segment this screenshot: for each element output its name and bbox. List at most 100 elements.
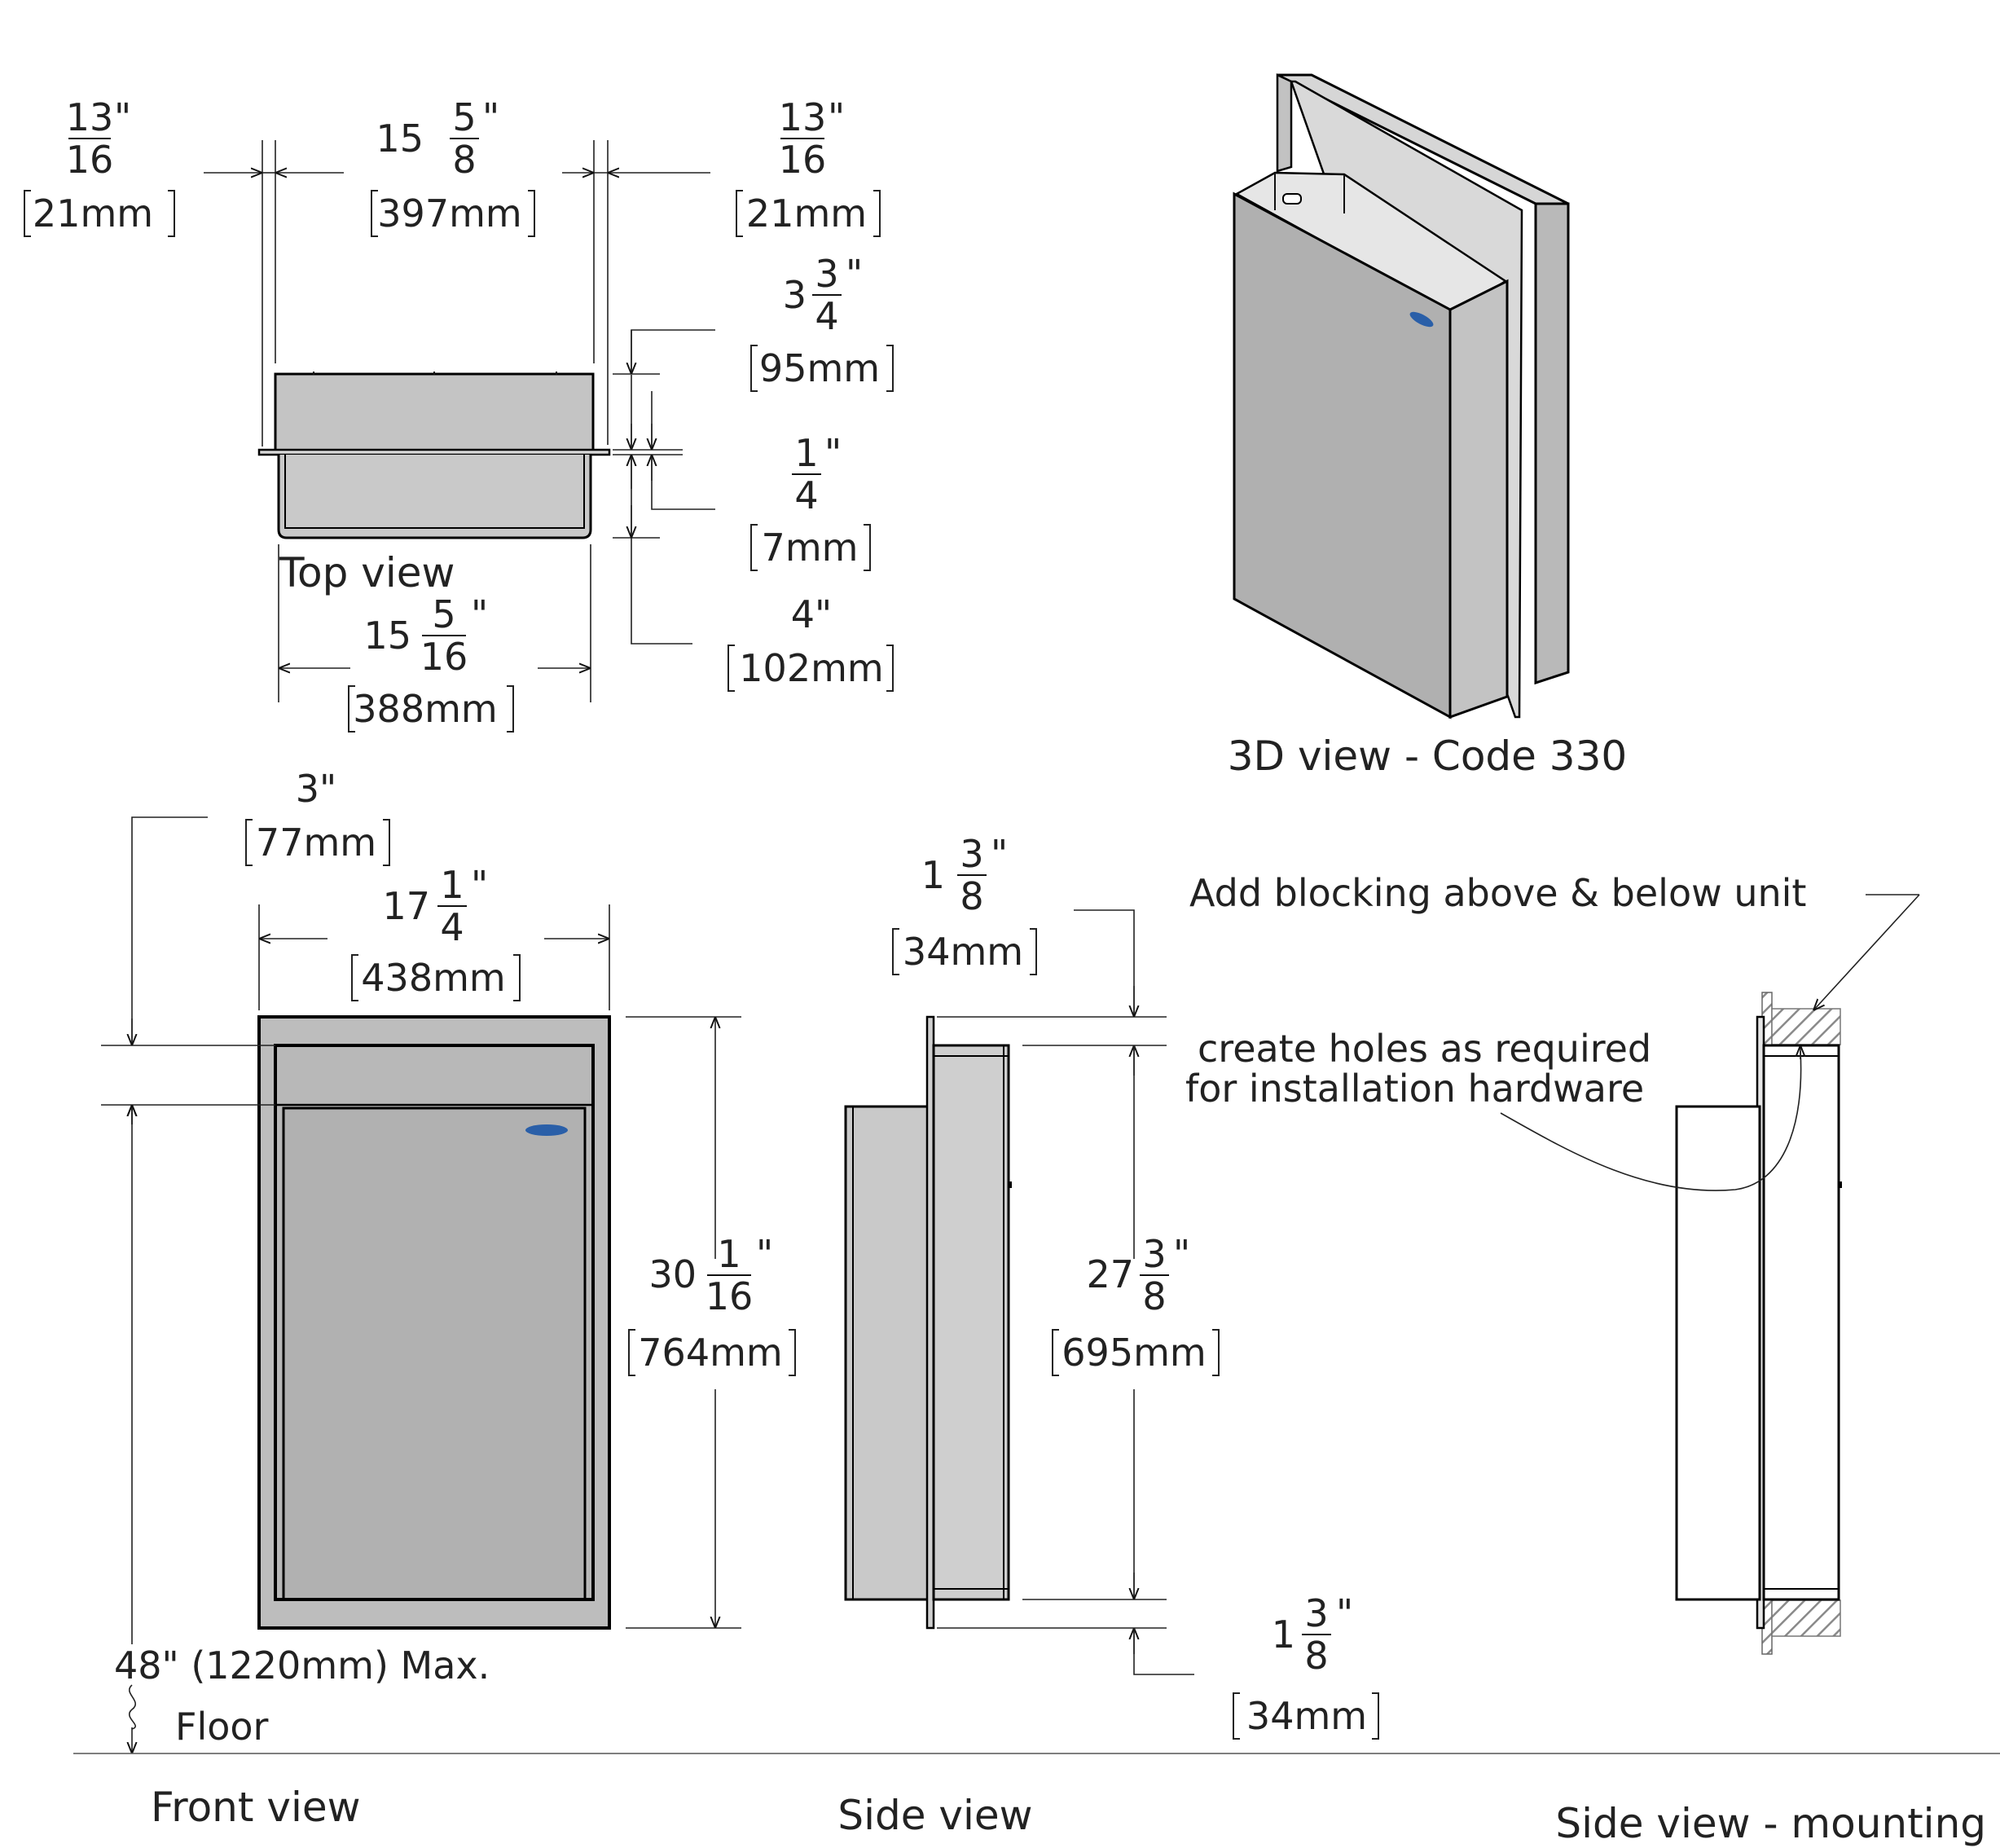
dim-mm: 95mm [759, 346, 880, 390]
caption-side-view: Side view [837, 1792, 1032, 1839]
dim-front-offset: 3" 77mm [245, 767, 390, 866]
dim-whole: 1 [1272, 1613, 1295, 1657]
inch-mark: " [824, 431, 842, 475]
dim-whole: 15 [376, 117, 424, 161]
dim-num: 1 [794, 431, 818, 475]
caption-front-view: Front view [151, 1784, 361, 1831]
frost-logo-icon [1409, 311, 1434, 328]
dim-top-width: 15 5 8 " 397mm [371, 95, 535, 237]
note-holes-line1: create holes as required [1198, 1027, 1651, 1071]
break-wave-icon [129, 1684, 137, 1730]
blocking-top [1771, 1008, 1841, 1045]
dim-side-height: 27 3 8 " 695mm [1052, 1232, 1220, 1376]
top-view-box-inner [284, 455, 585, 529]
dim-front-mount-height: 48" (1220mm) Max. [114, 1643, 490, 1687]
dim-mm: 397mm [377, 191, 521, 235]
dim-num: 1 [717, 1232, 741, 1276]
dim-den: 16 [705, 1274, 754, 1318]
inch-mark: " [828, 95, 845, 139]
note-holes-line2: for installation hardware [1185, 1067, 1644, 1111]
side-door [844, 1105, 930, 1601]
dim-mm: 21mm [33, 191, 153, 235]
dim-whole: 30 [648, 1252, 697, 1296]
inch-mark: " [471, 592, 488, 636]
inch-mark: " [1336, 1591, 1353, 1635]
inch-mark: " [482, 95, 499, 139]
dim-mm: 102mm [739, 646, 883, 690]
dim-mm: 34mm [1246, 1694, 1367, 1738]
dim-top-left-flange: 13 16 " 21mm [24, 95, 175, 237]
dim-front-width: 17 1 4 " 438mm [351, 863, 521, 1001]
dim-den: 4 [440, 905, 464, 949]
dim-den: 16 [420, 635, 468, 679]
dim-num: 13 [66, 95, 114, 139]
caption-top-view: Top view [279, 549, 455, 596]
front-door [282, 1107, 587, 1601]
inch-mark: " [471, 863, 488, 907]
dim-den: 8 [1304, 1634, 1328, 1678]
mount-box [1762, 1044, 1840, 1601]
dim-num: 5 [432, 592, 455, 636]
dim-den: 8 [1142, 1274, 1166, 1318]
dim-den: 16 [66, 138, 114, 182]
dim-inch: 3" [296, 767, 336, 811]
dim-mm: 34mm [903, 930, 1023, 974]
dim-num: 13 [779, 95, 827, 139]
view-3d [1233, 73, 1570, 719]
dim-mm: 77mm [256, 821, 376, 865]
side-view-mounting [1500, 894, 1920, 1655]
dim-mm: 21mm [746, 191, 867, 235]
mount-door [1675, 1105, 1761, 1601]
dim-num: 3 [815, 252, 838, 296]
dim-mm: 695mm [1062, 1331, 1206, 1375]
top-view-flange [257, 448, 611, 456]
dim-side-bottom: 1 3 8 " 34mm [1233, 1591, 1379, 1740]
dim-num: 3 [960, 832, 983, 876]
dim-mm: 764mm [638, 1331, 782, 1375]
dim-whole: 1 [921, 853, 945, 897]
blocking-bottom [1771, 1599, 1841, 1637]
dim-den: 4 [794, 473, 818, 517]
dim-den: 16 [779, 138, 827, 182]
dim-top-inner-width: 15 5 16 " 388mm [348, 592, 514, 733]
dim-num: 1 [440, 863, 464, 907]
inch-mark: " [991, 832, 1008, 876]
caption-3d-view: 3D view - Code 330 [1228, 733, 1628, 780]
dim-den: 8 [960, 874, 983, 918]
dim-top-total-depth: 4" 102mm [727, 592, 894, 692]
dim-inch: 4" [791, 592, 832, 636]
dim-front-height: 30 1 16 " 764mm [628, 1232, 796, 1376]
dim-mm: 438mm [361, 956, 505, 1000]
iso-frame-left [1276, 73, 1293, 173]
front-view [73, 816, 2000, 1754]
iso-hinge [1282, 193, 1302, 205]
dim-num: 3 [1304, 1591, 1328, 1635]
dim-num: 3 [1142, 1232, 1166, 1276]
dim-side-top: 1 3 8 " 34mm [892, 832, 1037, 975]
dim-whole: 17 [382, 884, 430, 928]
dim-mm: 7mm [762, 526, 859, 570]
frost-logo-icon [525, 1124, 568, 1136]
inch-mark: " [114, 95, 131, 139]
top-view-box-front [277, 455, 592, 539]
iso-frame-right [1534, 202, 1570, 685]
iso-door-side [1448, 279, 1509, 719]
caption-side-view-mounting: Side view - mounting [1555, 1800, 1986, 1847]
inch-mark: " [846, 252, 863, 296]
dim-mm: 388mm [353, 687, 497, 731]
dim-top-depth-front: 3 3 4 " 95mm [750, 252, 894, 392]
side-box [932, 1044, 1010, 1601]
inch-mark: " [1173, 1232, 1190, 1276]
dim-top-right-flange: 13 16 " 21mm [736, 95, 881, 237]
side-view [844, 909, 1194, 1675]
top-view [204, 140, 715, 702]
dim-num: 5 [452, 95, 476, 139]
dim-whole: 3 [783, 273, 807, 317]
note-blocking: Add blocking above & below unit [1189, 871, 1806, 915]
dim-whole: 27 [1086, 1252, 1134, 1296]
dim-den: 4 [815, 294, 838, 338]
dim-whole: 15 [363, 614, 411, 658]
label-floor: Floor [175, 1705, 269, 1749]
dim-top-flange-thick: 1 4 " 7mm [750, 431, 871, 571]
